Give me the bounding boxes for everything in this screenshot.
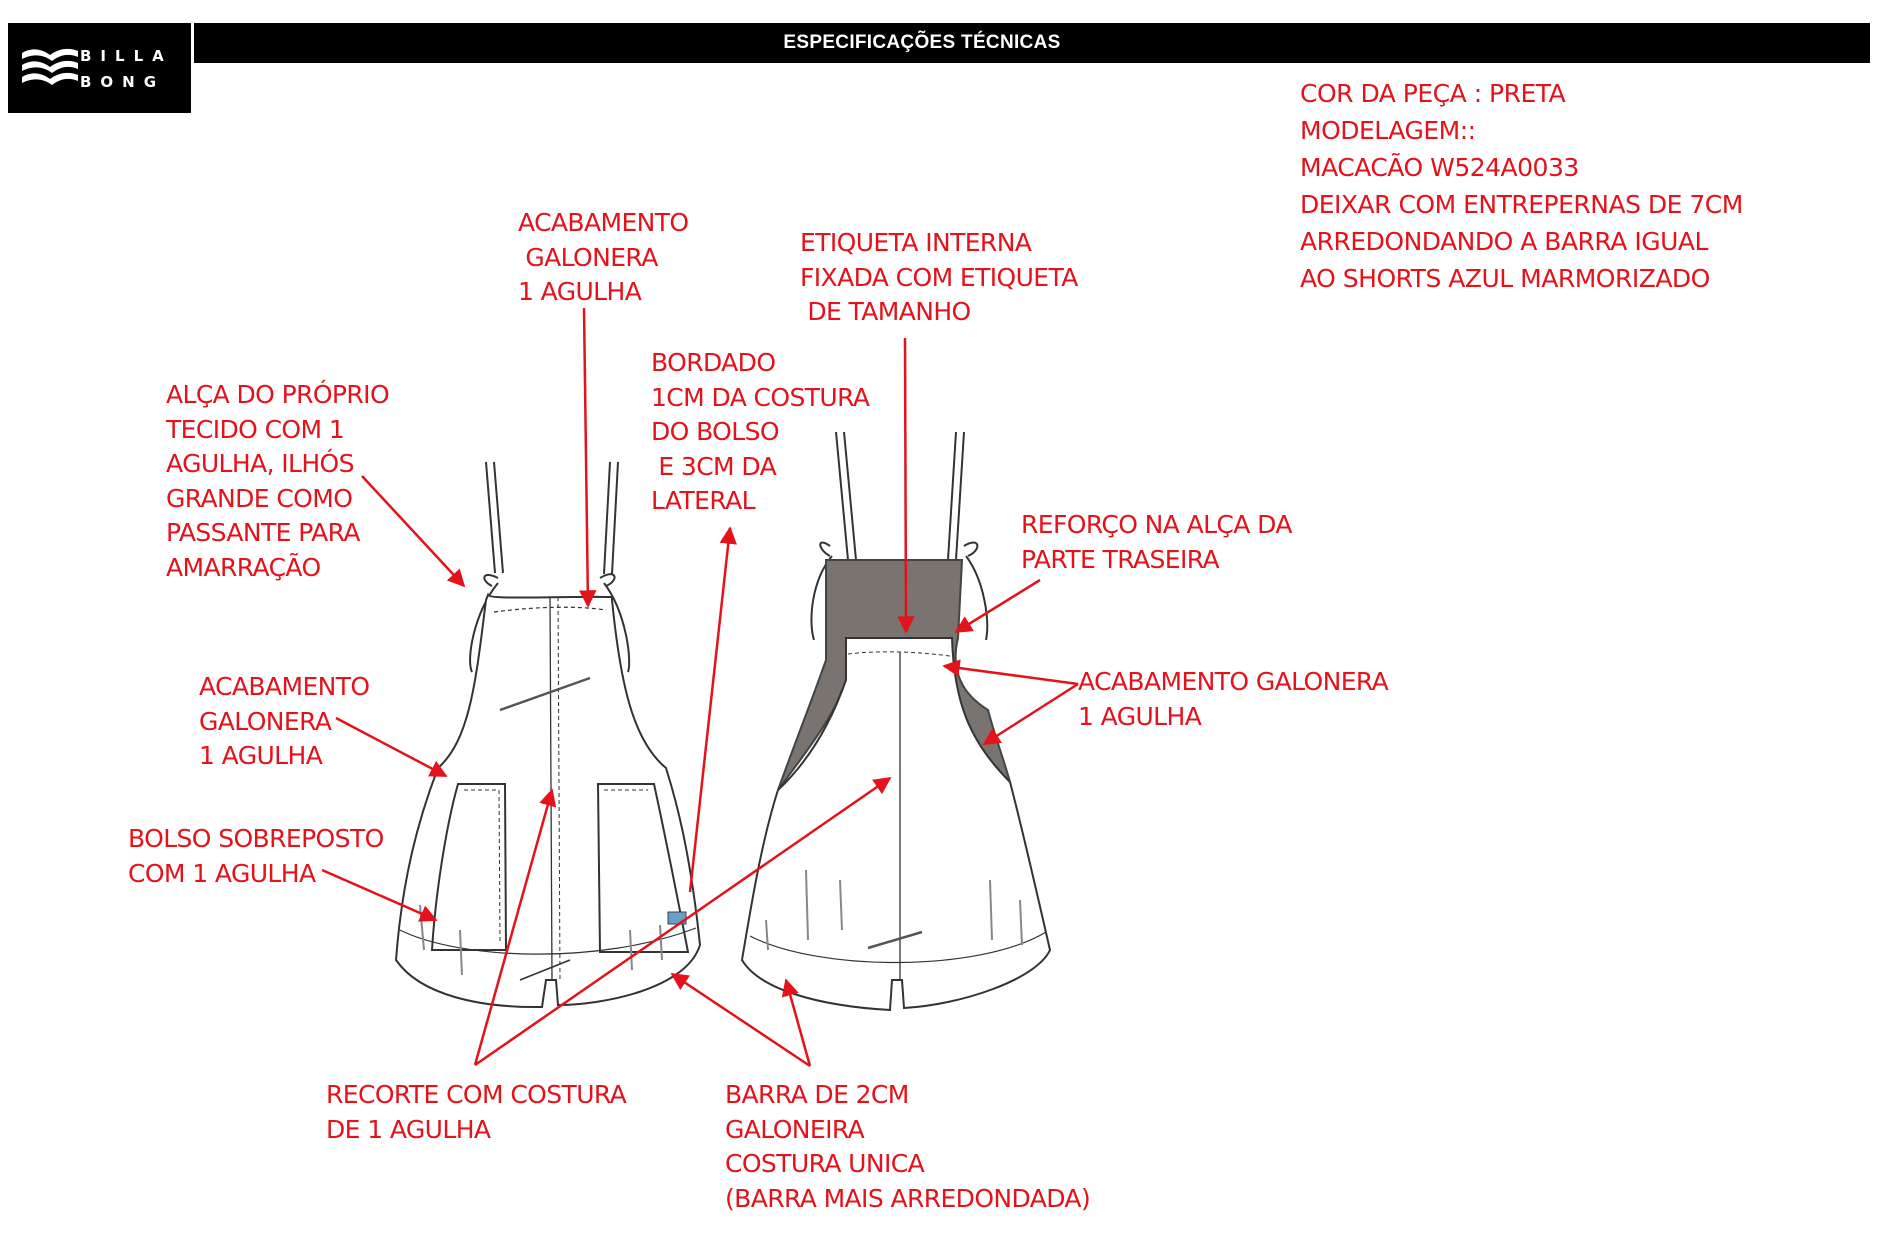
spec-color: COR DA PEÇA : PRETA bbox=[1300, 79, 1566, 108]
spec-model-code: MACACÃO W524A0033 bbox=[1300, 153, 1579, 182]
back-garment bbox=[740, 431, 1052, 1012]
note-reforco: REFORÇO NA ALÇA DA PARTE TRASEIRA bbox=[1021, 510, 1292, 574]
spec-instruction-2: ARREDONDANDO A BARRA IGUAL bbox=[1300, 227, 1708, 256]
front-garment bbox=[394, 461, 702, 1009]
spec-model-label: MODELAGEM:: bbox=[1300, 116, 1476, 145]
note-alca: ALÇA DO PRÓPRIO TECIDO COM 1 AGULHA, ILH… bbox=[166, 380, 390, 582]
page-title: ESPECIFICAÇÕES TÉCNICAS bbox=[194, 23, 1870, 63]
note-recorte: RECORTE COM COSTURA DE 1 AGULHA bbox=[326, 1080, 627, 1144]
spec-instruction-1: DEIXAR COM ENTREPERNAS DE 7CM bbox=[1300, 190, 1743, 219]
note-acabamento-top: ACABAMENTO GALONERA 1 AGULHA bbox=[518, 208, 689, 306]
note-acabamento-right: ACABAMENTO GALONERA 1 AGULHA bbox=[1078, 667, 1389, 731]
note-etiqueta: ETIQUETA INTERNA FIXADA COM ETIQUETA DE … bbox=[800, 228, 1078, 326]
brand-logo: BILLA BONG bbox=[8, 23, 191, 113]
note-bordado: BORDADO 1CM DA COSTURA DO BOLSO E 3CM DA… bbox=[651, 348, 870, 515]
note-bolso: BOLSO SOBREPOSTO COM 1 AGULHA bbox=[128, 824, 384, 888]
annotation-arrows bbox=[321, 307, 1079, 1068]
logo-text-line1: BILLA bbox=[80, 47, 173, 65]
billabong-wave-icon bbox=[22, 48, 78, 85]
spec-instruction-3: AO SHORTS AZUL MARMORIZADO bbox=[1300, 264, 1710, 293]
logo-text-line2: BONG bbox=[80, 73, 166, 91]
note-acabamento-left: ACABAMENTO GALONERA 1 AGULHA bbox=[199, 672, 370, 770]
spec-block: COR DA PEÇA : PRETA MODELAGEM:: MACACÃO … bbox=[1300, 75, 1743, 297]
note-barra: BARRA DE 2CM GALONEIRA COSTURA UNICA (BA… bbox=[725, 1080, 1091, 1213]
